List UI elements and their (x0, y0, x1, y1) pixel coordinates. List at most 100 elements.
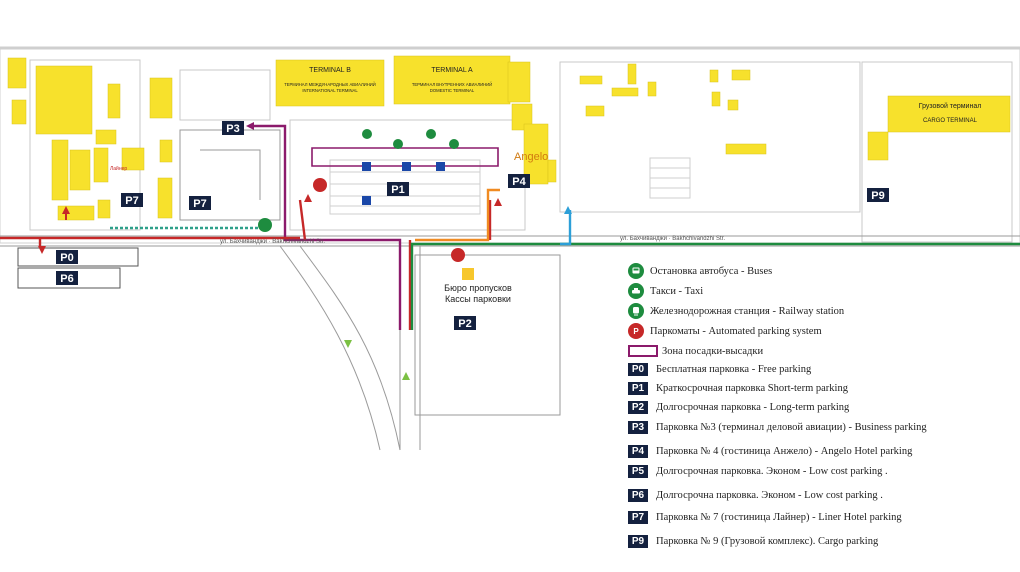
p2-label: P2 (458, 318, 471, 330)
legend-row-taxi: Такси - Taxi (628, 282, 703, 300)
legend-row-p9: P9 Парковка № 9 (Грузовой комплекс). Car… (628, 532, 878, 550)
legend-p3-text: Парковка №3 (терминал деловой авиации) -… (656, 421, 927, 433)
train-icon (628, 303, 644, 319)
legend-p0-text: Бесплатная парковка - Free parking (656, 363, 812, 375)
legend-row-p6: P6 Долгосрочна парковка. Эконом - Low co… (628, 486, 883, 504)
routes (0, 124, 1020, 330)
legend-bus-text: Остановка автобуса - Buses (650, 265, 773, 277)
p0-label: P0 (60, 252, 73, 264)
cargo-terminal-ru: Грузовой терминал (919, 102, 982, 110)
dropoff-zone (311, 147, 499, 167)
parking-meter-icon (313, 178, 327, 192)
map-accessible-icons (362, 162, 445, 205)
p7a-badge (121, 193, 143, 207)
arrow-up-icon (564, 206, 572, 214)
map-bus-stop-icons (258, 129, 465, 262)
street-label-west: ул. Бахчиванджи · Bakhchivandzhi Str. (220, 239, 325, 245)
building-west-main (35, 65, 93, 135)
cargo-terminal-en: CARGO TERMINAL (923, 118, 978, 124)
bus-icon (628, 263, 644, 279)
p4-badge (508, 174, 530, 188)
p7b-label: P7 (193, 198, 206, 210)
legend-row-p0: P0 Бесплатная парковка - Free parking (628, 360, 811, 378)
legend-taxi-text: Такси - Taxi (650, 285, 704, 297)
arrow-up-icon (62, 206, 70, 220)
legend-p4-badge: P4 (628, 444, 648, 458)
legend-row-p7: P7 Парковка № 7 (гостиница Лайнер) - Lin… (628, 508, 902, 526)
legend-p9-text: Парковка № 9 (Грузовой комплекс). Cargo … (656, 535, 879, 547)
terminal-a-label: TERMINAL A (431, 67, 473, 74)
route-green (410, 242, 1020, 330)
terminal-a-sub2: DOMESTIC TERMINAL (430, 88, 475, 93)
legend-parkomat-text: Паркоматы - Automated parking system (650, 325, 822, 337)
p0-badge (56, 250, 78, 264)
direction-arrows (38, 122, 572, 380)
legend-rail-text: Железнодорожная станция - Railway statio… (650, 305, 845, 317)
arrow-down-icon (38, 246, 46, 254)
liner-label: Лайнер (110, 165, 127, 172)
route-purple (250, 124, 402, 330)
terminal-a-sub: ТЕРМИНАЛ ВНУТРЕННИХ АВИАЛИНИЙ (412, 82, 492, 87)
legend-p7-text: Парковка № 7 (гостиница Лайнер) - Liner … (656, 511, 902, 523)
legend-row-bus: Остановка автобуса - Buses (628, 262, 772, 280)
parking-meter-icon (451, 248, 465, 262)
p7b-badge (189, 196, 211, 210)
legend-dropoff-text: Зона посадки-высадки (662, 345, 764, 357)
angelo-label: Angelo (514, 151, 548, 163)
legend-p3-badge: P3 (628, 420, 648, 434)
street-label-east: ул. Бахчиванджи · Bakhchivandzhi Str. (620, 236, 725, 242)
building-terminal-a (393, 55, 511, 105)
legend-p5-badge: P5 (628, 464, 648, 478)
p6-badge (56, 271, 78, 285)
legend-row-p3: P3 Парковка №3 (терминал деловой авиации… (628, 418, 927, 436)
p3-label: P3 (226, 123, 239, 135)
legend-p0-badge: P0 (628, 362, 648, 376)
terminal-b-label: TERMINAL B (309, 67, 351, 74)
legend-row-p5: P5 Долгосрочная парковка. Эконом - Low c… (628, 462, 888, 480)
building-cargo-terminal (887, 95, 1011, 133)
p1-label: P1 (391, 184, 404, 196)
svg-text:P: P (633, 327, 639, 336)
apron-outlines (29, 59, 1013, 243)
legend-row-dropoff: Зона посадки-высадки (628, 342, 763, 360)
p9-badge (867, 188, 889, 202)
office-marker (462, 268, 474, 280)
legend-p1-text: Краткосрочная парковка Short-term parkin… (656, 382, 848, 394)
terminal-b-sub: ТЕРМИНАЛ МЕЖДУНАРОДНЫХ АВИАЛИНИЙ (284, 82, 376, 87)
legend-row-p4: P4 Парковка № 4 (гостиница Анжело) - Ang… (628, 442, 912, 460)
legend-p2-text: Долгосрочная парковка - Long-term parkin… (656, 401, 850, 413)
parking-meter-icon: P (628, 323, 644, 339)
p4-label: P4 (512, 176, 526, 188)
arrow-up-icon (304, 194, 312, 202)
legend-row-parkomat: P Паркоматы - Automated parking system (628, 322, 822, 340)
legend-p9-badge: P9 (628, 534, 648, 548)
legend-p7-badge: P7 (628, 510, 648, 524)
legend-p6-badge: P6 (628, 488, 648, 502)
arrow-up-icon (402, 372, 410, 380)
taxi-icon (628, 283, 644, 299)
route-orange (415, 188, 500, 242)
p9-label: P9 (871, 190, 884, 202)
arrow-left-icon (246, 122, 254, 130)
legend-p6-text: Долгосрочна парковка. Эконом - Low cost … (656, 489, 883, 501)
p7a-label: P7 (125, 195, 138, 207)
legend-p5-text: Долгосрочная парковка. Эконом - Low cost… (656, 465, 888, 477)
p6-label: P6 (60, 273, 73, 285)
p2-badge (454, 316, 476, 330)
p1-badge (387, 182, 409, 196)
arrow-down-icon (344, 340, 352, 348)
route-red (0, 199, 492, 330)
office-label-ru: Бюро пропусков (444, 283, 512, 293)
legend-p4-text: Парковка № 4 (гостиница Анжело) - Angelo… (656, 445, 913, 457)
legend-p1-badge: P1 (628, 381, 648, 395)
taxi-icon (393, 139, 403, 149)
legend-p2-badge: P2 (628, 400, 648, 414)
bus-icon (426, 129, 436, 139)
arrow-up-icon (494, 198, 502, 206)
legend-row-p1: P1 Краткосрочная парковка Short-term par… (628, 379, 848, 397)
legend-row-p2: P2 Долгосрочная парковка - Long-term par… (628, 398, 849, 416)
roads (0, 129, 1020, 451)
bus-icon (362, 129, 372, 139)
route-blue (560, 210, 572, 246)
